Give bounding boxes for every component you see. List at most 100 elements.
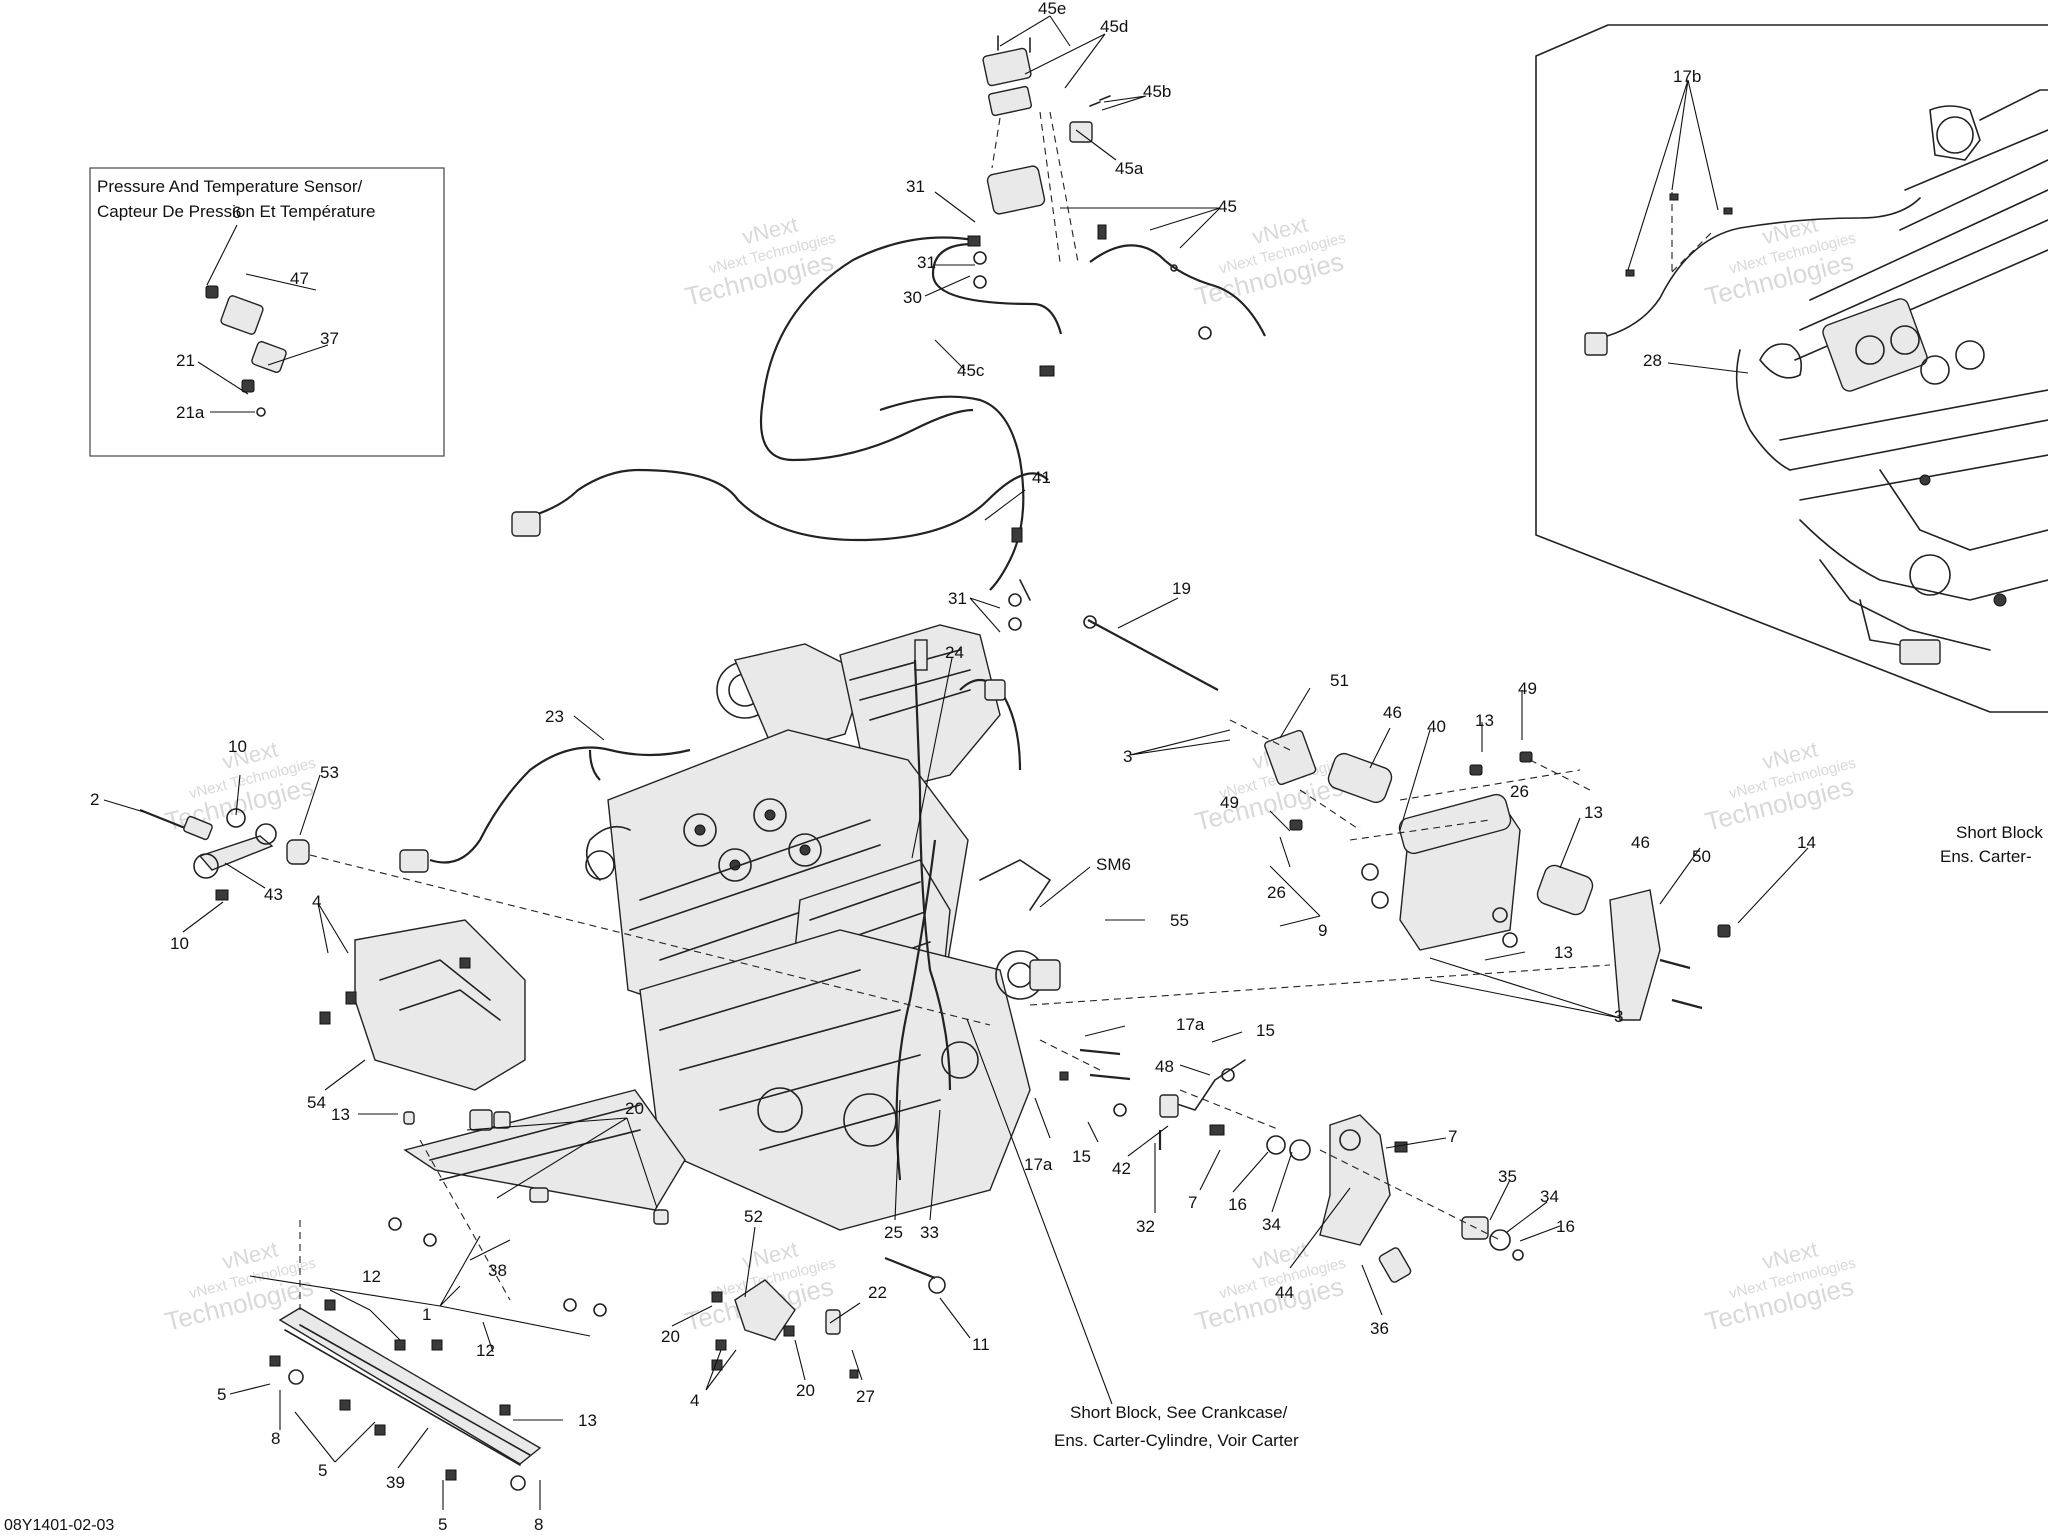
callout-19: 19 <box>1172 579 1191 598</box>
callout-46: 46 <box>1631 833 1650 852</box>
callout-17a: 17a <box>1024 1155 1053 1174</box>
callout-27: 27 <box>856 1387 875 1406</box>
callout-36: 36 <box>1370 1319 1389 1338</box>
callout-5: 5 <box>318 1461 327 1480</box>
gasket-part <box>988 85 1032 117</box>
callout-15: 15 <box>1072 1147 1091 1166</box>
engine-inset-drawing <box>1584 89 2048 665</box>
callout-39: 39 <box>386 1473 405 1492</box>
callout-33: 33 <box>920 1223 939 1242</box>
callout-45b: 45b <box>1143 82 1171 101</box>
callout-16: 16 <box>1556 1217 1575 1236</box>
callout-4: 4 <box>690 1391 699 1410</box>
housing-part <box>986 165 1046 215</box>
callout-35: 35 <box>1498 1167 1517 1186</box>
callout-4: 4 <box>312 892 321 911</box>
callout-26: 26 <box>1510 782 1529 801</box>
callout-47: 47 <box>290 269 309 288</box>
engine-inset-frame <box>1535 24 2048 713</box>
callout-31: 31 <box>906 177 925 196</box>
right-note-line2: Ens. Carter- <box>1940 847 2032 866</box>
callout-3: 3 <box>1614 1007 1623 1026</box>
callout-24: 24 <box>945 643 964 662</box>
callout-37: 37 <box>320 329 339 348</box>
callout-8: 8 <box>271 1429 280 1448</box>
callout-41: 41 <box>1032 468 1051 487</box>
callout-54: 54 <box>307 1093 326 1112</box>
callout-44: 44 <box>1275 1283 1294 1302</box>
callout-20: 20 <box>796 1381 815 1400</box>
callout-11: 11 <box>972 1335 990 1354</box>
callout-20: 20 <box>625 1099 644 1118</box>
engine-inset-box <box>1535 24 2048 713</box>
sensor-inset-title-line2: Capteur De Pression Et Température <box>97 202 375 221</box>
engine-main-drawing <box>399 624 1061 1231</box>
callout-12: 12 <box>362 1267 381 1286</box>
callout-31: 31 <box>948 589 967 608</box>
callout-7: 7 <box>1448 1127 1457 1146</box>
callout-20: 20 <box>661 1327 680 1346</box>
callout-45d: 45d <box>1100 17 1128 36</box>
callout-21: 21 <box>176 351 195 370</box>
callout-55: 55 <box>1170 911 1189 930</box>
pressure-temperature-sensor <box>205 285 287 417</box>
callout-labels: 45e 45d 45b 45a 45 31 31 30 45c 41 31 24… <box>90 0 1816 1534</box>
callout-6: 6 <box>232 203 241 222</box>
callout-13: 13 <box>578 1411 597 1430</box>
watermark: vNext vNext Technologies Technologies <box>1702 736 1858 836</box>
callout-43: 43 <box>264 885 283 904</box>
watermark: vNext vNext Technologies Technologies <box>1192 1236 1348 1336</box>
callout-10: 10 <box>170 934 189 953</box>
callout-46: 46 <box>1383 703 1402 722</box>
leader-lines <box>103 15 1809 1510</box>
sensor-inset-title-line1: Pressure And Temperature Sensor/ <box>97 177 362 196</box>
callout-5: 5 <box>217 1385 226 1404</box>
callout-15: 15 <box>1256 1021 1275 1040</box>
callout-49: 49 <box>1220 793 1239 812</box>
watermark: vNext vNext Technologies Technologies <box>682 211 838 311</box>
right-note-line1: Short Block <box>1956 823 2043 842</box>
callout-5: 5 <box>438 1515 447 1534</box>
callout-52: 52 <box>744 1207 763 1226</box>
callout-34: 34 <box>1262 1215 1281 1234</box>
callout-1: 1 <box>422 1305 431 1324</box>
callout-22: 22 <box>868 1283 887 1302</box>
callout-13: 13 <box>331 1105 350 1124</box>
cover-part <box>982 47 1032 87</box>
callout-12: 12 <box>476 1341 495 1360</box>
watermark: vNext vNext Technologies Technologies <box>1702 1236 1858 1336</box>
callout-13: 13 <box>1554 943 1573 962</box>
skid-bracket-assembly <box>269 1089 686 1491</box>
callout-2: 2 <box>90 790 99 809</box>
callout-21a: 21a <box>176 403 205 422</box>
callout-38: 38 <box>488 1261 507 1280</box>
callout-51: 51 <box>1330 671 1349 690</box>
callout-23: 23 <box>545 707 564 726</box>
callout-50: 50 <box>1692 847 1711 866</box>
sensor-inset-box: Pressure And Temperature Sensor/ Capteur… <box>89 167 445 457</box>
cable-and-lever-assembly <box>511 35 1266 631</box>
callout-16: 16 <box>1228 1195 1247 1214</box>
callout-3: 3 <box>1123 747 1132 766</box>
callout-45e: 45e <box>1038 0 1066 18</box>
callout-10: 10 <box>228 737 247 756</box>
callout-48: 48 <box>1155 1057 1174 1076</box>
engine-mount-left <box>139 808 991 1131</box>
callout-17b: 17b <box>1673 67 1701 86</box>
callout-SM6: SM6 <box>1096 855 1131 874</box>
shift-linkage <box>1039 1039 1524 1283</box>
callout-9: 9 <box>1318 921 1327 940</box>
callout-49: 49 <box>1518 679 1537 698</box>
callout-32: 32 <box>1136 1217 1155 1236</box>
switch-part <box>1069 121 1093 143</box>
callout-30: 30 <box>903 288 922 307</box>
callout-45: 45 <box>1218 197 1237 216</box>
callout-45c: 45c <box>957 361 985 380</box>
callout-40: 40 <box>1427 717 1446 736</box>
callout-53: 53 <box>320 763 339 782</box>
short-block-note-line1: Short Block, See Crankcase/ <box>1070 1403 1288 1422</box>
callout-42: 42 <box>1112 1159 1131 1178</box>
engine-mount-right <box>1029 615 1731 1021</box>
callout-17a: 17a <box>1176 1015 1205 1034</box>
